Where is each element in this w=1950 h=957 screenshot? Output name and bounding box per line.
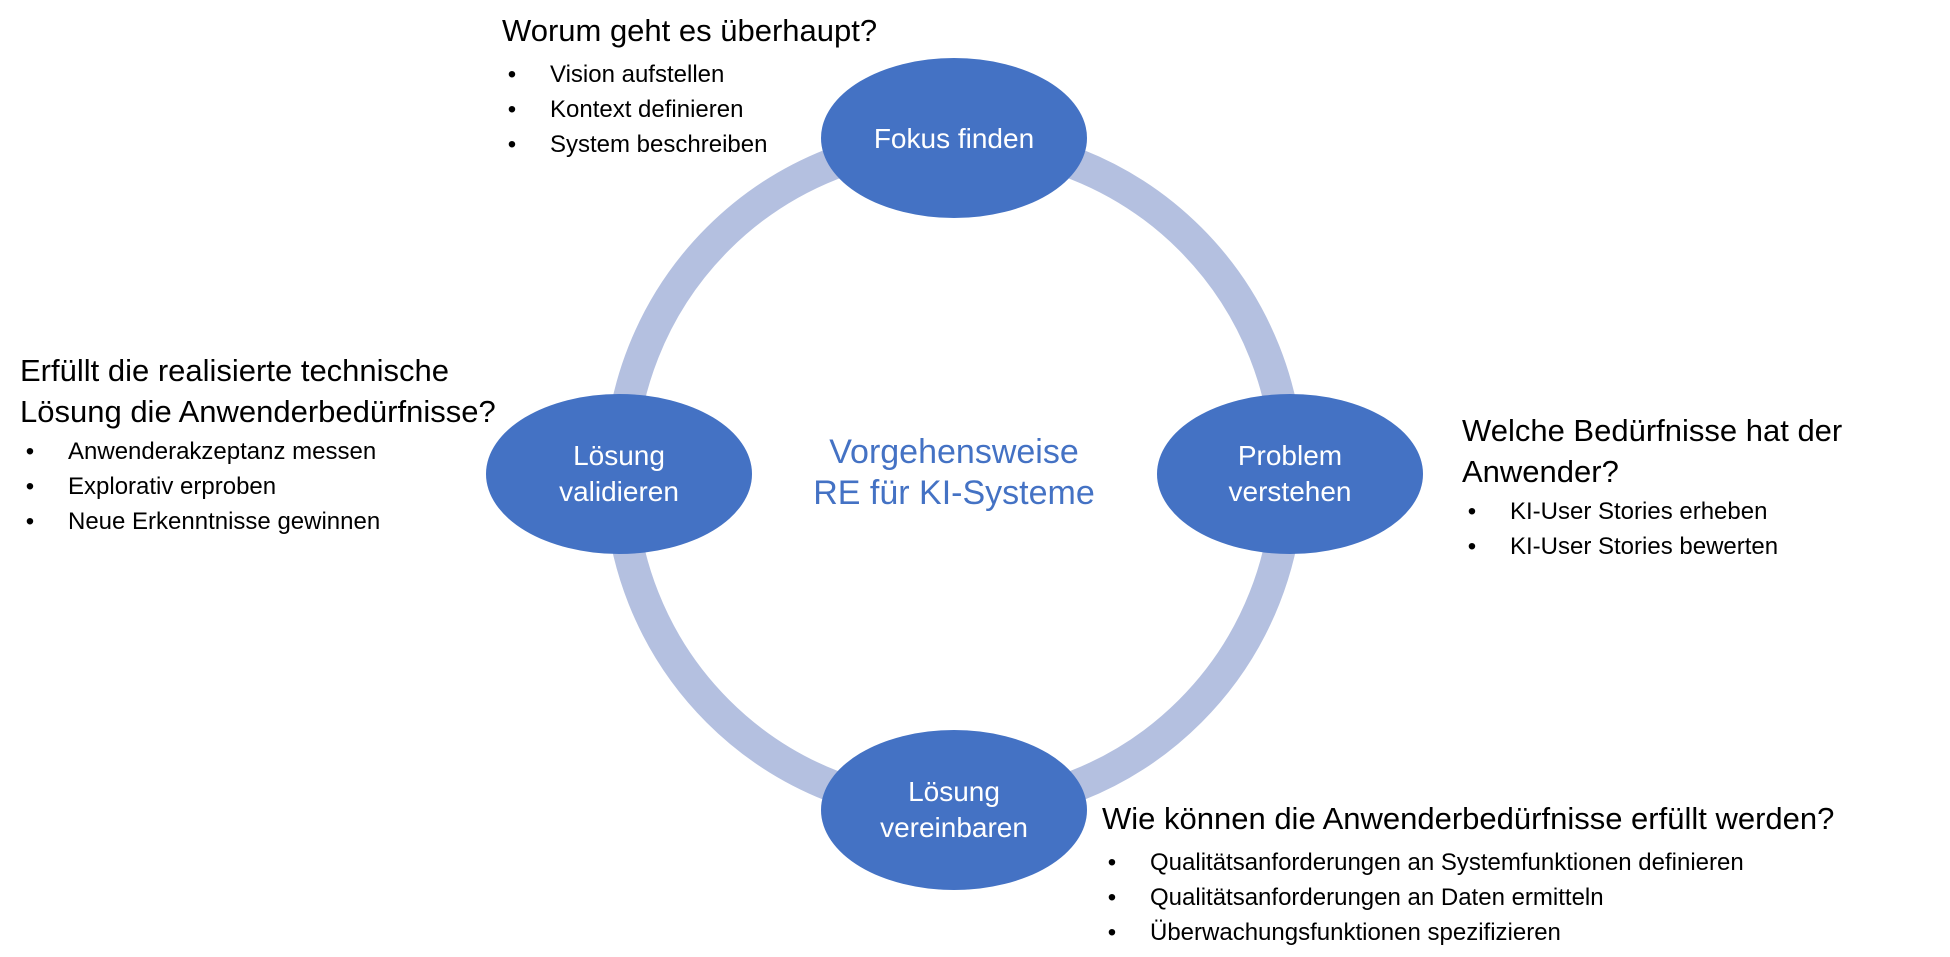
bullet-icon: • xyxy=(25,508,35,535)
bullet-icon: • xyxy=(1107,849,1117,876)
list-item: •Qualitätsanforderungen an Systemfunktio… xyxy=(1102,845,1834,880)
text-block-left: Erfüllt die realisierte technische Lösun… xyxy=(20,350,496,539)
block-left-list: •Anwenderakzeptanz messen •Explorativ er… xyxy=(20,434,496,539)
block-right-heading: Welche Bedürfnisse hat der Anwender? xyxy=(1462,410,1842,492)
center-title: Vorgehensweise RE für KI-Systeme xyxy=(813,433,1095,512)
node-loesung-vereinbaren: Lösung vereinbaren xyxy=(821,730,1087,890)
bullet-icon: • xyxy=(25,438,35,465)
node-fokus-finden: Fokus finden xyxy=(821,58,1087,218)
list-item: •Vision aufstellen xyxy=(502,57,877,92)
block-top-heading: Worum geht es überhaupt? xyxy=(502,13,878,48)
bullet-icon: • xyxy=(25,473,35,500)
list-item: •Anwenderakzeptanz messen xyxy=(20,434,496,469)
bullet-icon: • xyxy=(1467,533,1477,560)
list-item: •System beschreiben xyxy=(502,127,877,162)
block-bottom-list: •Qualitätsanforderungen an Systemfunktio… xyxy=(1102,845,1834,950)
list-item: •KI-User Stories bewerten xyxy=(1462,529,1842,564)
node-label-bottom-1: Lösung xyxy=(908,776,1000,807)
bullet-icon: • xyxy=(1107,884,1117,911)
block-bottom-heading: Wie können die Anwenderbedürfnisse erfül… xyxy=(1102,801,1835,836)
list-item: •Kontext definieren xyxy=(502,92,877,127)
bullet-icon: • xyxy=(507,61,517,88)
node-label-bottom-2: vereinbaren xyxy=(880,812,1028,843)
node-label-left-2: validieren xyxy=(559,476,679,507)
list-item: •Qualitätsanforderungen an Daten ermitte… xyxy=(1102,880,1834,915)
bullet-icon: • xyxy=(1467,498,1477,525)
block-left-heading: Erfüllt die realisierte technische Lösun… xyxy=(20,350,496,432)
node-label-right-2: verstehen xyxy=(1229,476,1352,507)
node-label-left-1: Lösung xyxy=(573,440,665,471)
list-item: •Überwachungsfunktionen spezifizieren xyxy=(1102,915,1834,950)
bullet-icon: • xyxy=(507,96,517,123)
text-block-right: Welche Bedürfnisse hat der Anwender? •KI… xyxy=(1462,410,1842,564)
node-problem-verstehen: Problem verstehen xyxy=(1157,394,1423,554)
text-block-top: Worum geht es überhaupt? •Vision aufstel… xyxy=(502,10,877,162)
block-right-list: •KI-User Stories erheben •KI-User Storie… xyxy=(1462,494,1842,564)
text-block-bottom: Wie können die Anwenderbedürfnisse erfül… xyxy=(1102,798,1834,950)
node-label-right-1: Problem xyxy=(1238,440,1342,471)
block-left-heading-line-2: Lösung die Anwenderbedürfnisse? xyxy=(20,394,496,429)
node-loesung-validieren: Lösung validieren xyxy=(486,394,752,554)
bullet-icon: • xyxy=(1107,919,1117,946)
block-right-heading-line-2: Anwender? xyxy=(1462,454,1619,489)
block-left-heading-line-1: Erfüllt die realisierte technische xyxy=(20,353,450,388)
center-title-line-2: RE für KI-Systeme xyxy=(813,474,1095,512)
block-right-heading-line-1: Welche Bedürfnisse hat der xyxy=(1462,413,1843,448)
list-item: •Explorativ erproben xyxy=(20,469,496,504)
list-item: •KI-User Stories erheben xyxy=(1462,494,1842,529)
bullet-icon: • xyxy=(507,131,517,158)
list-item: •Neue Erkenntnisse gewinnen xyxy=(20,504,496,539)
block-top-list: •Vision aufstellen •Kontext definieren •… xyxy=(502,57,877,162)
node-label-top: Fokus finden xyxy=(874,123,1034,154)
center-title-line-1: Vorgehensweise xyxy=(829,433,1079,471)
